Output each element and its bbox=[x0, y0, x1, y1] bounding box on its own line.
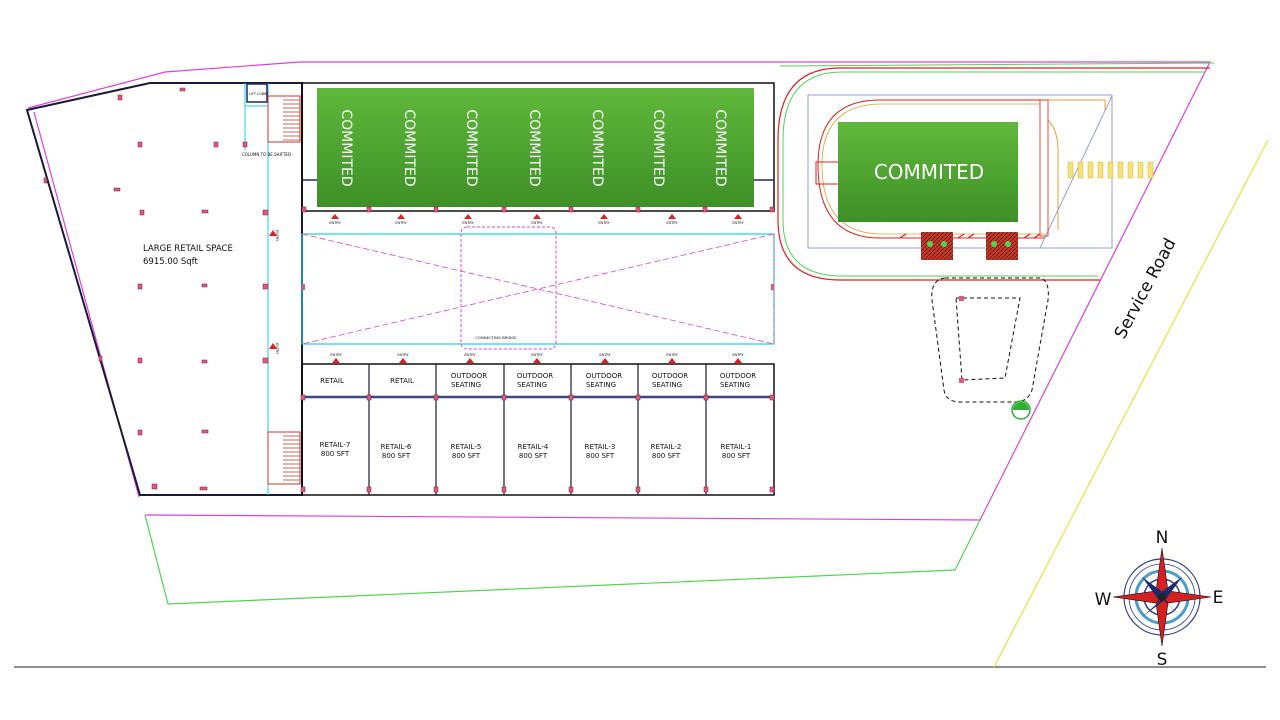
committed-block-5: COMMITED bbox=[567, 88, 631, 207]
svg-text:CONNECTING BRIDGE: CONNECTING BRIDGE bbox=[475, 335, 517, 340]
retail-unit-7: RETAIL-7 bbox=[320, 441, 351, 449]
svg-text:800 SFT: 800 SFT bbox=[652, 452, 681, 460]
retail-unit-5: RETAIL-5 bbox=[451, 443, 482, 451]
front-row-columns bbox=[300, 394, 775, 493]
retail-unit-4: RETAIL-4 bbox=[518, 443, 549, 451]
connecting-bridge: CONNECTING BRIDGE bbox=[460, 226, 557, 350]
compass-e: E bbox=[1213, 588, 1224, 608]
large-retail-label: LARGE RETAIL SPACE bbox=[143, 244, 233, 254]
front-cell-4: OUTDOOR bbox=[517, 372, 553, 380]
front-cell-1: RETAIL bbox=[320, 377, 344, 385]
svg-text:ENTRY: ENTRY bbox=[397, 353, 409, 357]
side-entry-2: ENTRY bbox=[269, 343, 279, 355]
retail-unit-1: RETAIL-1 bbox=[721, 443, 752, 451]
parking-stripes bbox=[1067, 161, 1154, 179]
compass-icon: N S E W bbox=[1095, 528, 1224, 670]
svg-text:LIFT LOBBY: LIFT LOBBY bbox=[249, 92, 269, 96]
front-cell-5: OUTDOOR bbox=[586, 372, 622, 380]
entrance-stairs bbox=[899, 232, 1041, 260]
front-cell-3: OUTDOOR bbox=[451, 372, 487, 380]
svg-text:ENTRY: ENTRY bbox=[732, 221, 744, 225]
svg-text:ENTRY: ENTRY bbox=[598, 221, 610, 225]
svg-text:800 SFT: 800 SFT bbox=[586, 452, 615, 460]
compass-n: N bbox=[1156, 528, 1169, 548]
committed-block-1: COMMITED bbox=[317, 88, 381, 207]
svg-text:ENTRY: ENTRY bbox=[666, 221, 678, 225]
svg-text:SEATING: SEATING bbox=[720, 381, 750, 389]
svg-text:COMMITED: COMMITED bbox=[463, 109, 479, 186]
svg-text:SEATING: SEATING bbox=[652, 381, 682, 389]
lift-lobby: LIFT LOBBY bbox=[246, 83, 269, 103]
svg-text:ENTRY: ENTRY bbox=[275, 230, 279, 242]
large-retail-area: 6915.00 Sqft bbox=[143, 257, 198, 267]
site-boundary bbox=[27, 61, 1269, 668]
svg-text:800 SFT: 800 SFT bbox=[722, 452, 751, 460]
large-retail-space: LARGE RETAIL SPACE 6915.00 Sqft bbox=[25, 82, 303, 496]
svg-text:ENTRY: ENTRY bbox=[666, 353, 678, 357]
committed-block-6: COMMITED bbox=[630, 88, 694, 207]
courtyard-columns bbox=[302, 284, 774, 290]
svg-text:ENTRY: ENTRY bbox=[732, 353, 744, 357]
svg-text:COMMITED: COMMITED bbox=[874, 160, 984, 184]
drop-off-loop bbox=[931, 277, 1049, 403]
committed-block-4: COMMITED bbox=[505, 88, 569, 207]
compass-w: W bbox=[1095, 590, 1112, 610]
entries-top: ENTRY ENTRY ENTRY ENTRY ENTRY ENTRY ENTR… bbox=[329, 214, 745, 225]
svg-text:ENTRY: ENTRY bbox=[531, 221, 543, 225]
front-cell-7: OUTDOOR bbox=[720, 372, 756, 380]
svg-text:ENTRY: ENTRY bbox=[395, 221, 407, 225]
committed-big-block: COMMITED bbox=[838, 122, 1018, 222]
retail-block-top bbox=[301, 82, 775, 212]
svg-text:800 SFT: 800 SFT bbox=[452, 452, 481, 460]
retail-unit-6: RETAIL-6 bbox=[381, 443, 412, 451]
svg-text:ENTRY: ENTRY bbox=[462, 221, 474, 225]
service-road-label: Service Road bbox=[1111, 235, 1181, 342]
committed-block-3: COMMITED bbox=[442, 88, 506, 207]
retail-unit-2: RETAIL-2 bbox=[651, 443, 682, 451]
staircase-bottom bbox=[267, 431, 301, 485]
svg-text:ENTRY: ENTRY bbox=[531, 353, 543, 357]
svg-text:ENTRY: ENTRY bbox=[330, 353, 342, 357]
front-row bbox=[302, 364, 774, 495]
retail-units: RETAIL-7 800 SFT RETAIL-6 800 SFT RETAIL… bbox=[320, 441, 752, 460]
svg-text:ENTRY: ENTRY bbox=[329, 221, 341, 225]
svg-text:800 SFT: 800 SFT bbox=[382, 452, 411, 460]
svg-text:800 SFT: 800 SFT bbox=[519, 452, 548, 460]
svg-text:COMMITED: COMMITED bbox=[401, 109, 417, 186]
front-row-labels: RETAIL RETAIL OUTDOOR SEATING OUTDOOR SE… bbox=[320, 372, 756, 389]
svg-text:SEATING: SEATING bbox=[586, 381, 616, 389]
loop-marker bbox=[959, 296, 964, 301]
svg-text:ENTRY: ENTRY bbox=[599, 353, 611, 357]
svg-text:ENTRY: ENTRY bbox=[464, 353, 476, 357]
svg-text:COMMITED: COMMITED bbox=[712, 109, 728, 186]
svg-text:COMMITED: COMMITED bbox=[526, 109, 542, 186]
front-cell-6: OUTDOOR bbox=[652, 372, 688, 380]
columns-top-row bbox=[301, 206, 775, 213]
columns-large-retail bbox=[43, 87, 269, 491]
compass-s: S bbox=[1157, 650, 1168, 670]
svg-text:SEATING: SEATING bbox=[451, 381, 481, 389]
courtyard-void bbox=[301, 233, 775, 345]
committed-block-7: COMMITED bbox=[692, 88, 754, 207]
committed-block-2: COMMITED bbox=[380, 88, 444, 207]
road-edge-line bbox=[993, 139, 1269, 668]
retail-unit-3: RETAIL-3 bbox=[585, 443, 616, 451]
retail-block-bottom bbox=[301, 363, 775, 496]
side-entry-1: ENTRY bbox=[269, 230, 279, 242]
svg-text:COMMITED: COMMITED bbox=[589, 109, 605, 186]
front-cell-2: RETAIL bbox=[390, 377, 414, 385]
svg-text:ENTRY: ENTRY bbox=[275, 343, 279, 355]
column-note: COLUMN TO BE SHIFTED bbox=[242, 152, 291, 157]
svg-text:COMMITED: COMMITED bbox=[650, 109, 666, 186]
entries-bottom: ENTRY ENTRY ENTRY ENTRY ENTRY ENTRY ENTR… bbox=[330, 353, 745, 363]
svg-text:COMMITED: COMMITED bbox=[338, 109, 354, 186]
svg-text:800 SFT: 800 SFT bbox=[321, 450, 350, 458]
svg-text:SEATING: SEATING bbox=[517, 381, 547, 389]
staircase-top bbox=[267, 95, 301, 143]
